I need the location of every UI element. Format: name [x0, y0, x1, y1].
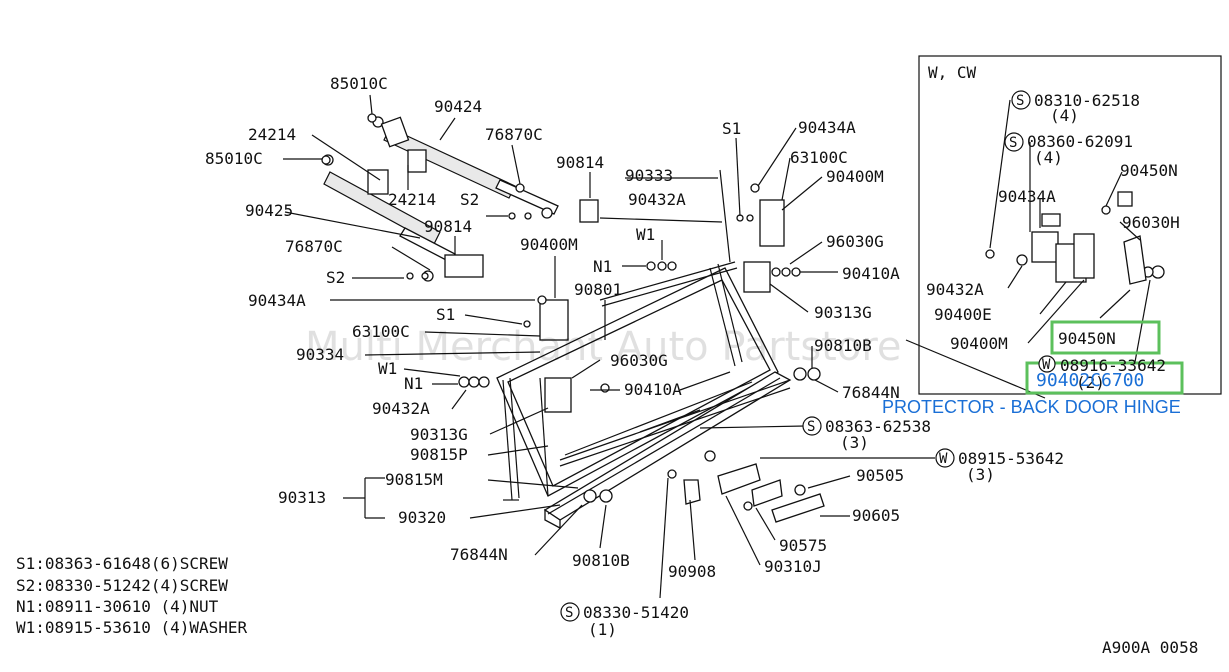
label-90400m-right: 90400M [826, 167, 884, 186]
window-frame [496, 169, 779, 501]
label-90432a-top: 90432A [628, 190, 686, 209]
symbol-circles [560, 90, 1056, 622]
label-90815m: 90815M [385, 470, 443, 489]
label-96030g-mid: 96030G [610, 351, 668, 370]
label-63100c-right: 63100C [790, 148, 848, 167]
bottom-rail [543, 371, 792, 530]
label-90434a-right: 90434A [798, 118, 856, 137]
inset-labels: W, CW S 08310-62518 (4) S 08360-62091 (4… [926, 63, 1180, 392]
highlight-part-number[interactable]: 90402C6700 [1036, 370, 1144, 391]
label-90814-top: 90814 [556, 153, 604, 172]
diagram-ref-code: A900A 0058 [1102, 638, 1198, 657]
inset-qty-2: (2) [1076, 373, 1105, 392]
label-90320: 90320 [398, 508, 446, 527]
hinge-bracket-upper [367, 116, 785, 413]
inset-08360-62091: 08360-62091 [1027, 132, 1133, 151]
label-90814-mid: 90814 [424, 217, 472, 236]
label-90810b-right: 90810B [814, 336, 872, 355]
label-w1-left: W1 [378, 359, 397, 378]
highlight-box-part-number [1025, 361, 1184, 395]
label-90434a-left: 90434A [248, 291, 306, 310]
inset-w-circle: W [1042, 357, 1051, 373]
label-90313: 90313 [278, 488, 326, 507]
label-90908: 90908 [668, 562, 716, 581]
label-s2-a: S2 [460, 190, 479, 209]
label-96030g-right: 96030G [826, 232, 884, 251]
bottom-brackets [683, 463, 825, 523]
legend-line-4: W1:08915-53610 (4)WASHER [16, 618, 248, 637]
label-w1-top: W1 [636, 225, 655, 244]
label-90334: 90334 [296, 345, 344, 364]
inset-90432a: 90432A [926, 280, 984, 299]
label-90424: 90424 [434, 97, 482, 116]
label-90432a-left: 90432A [372, 399, 430, 418]
inset-90450n-box: 90450N [1058, 329, 1116, 348]
label-85010c-top: 85010C [330, 74, 388, 93]
label-s-circle-right: S [807, 419, 815, 435]
legend-line-2: S2:08330-51242(4)SCREW [16, 576, 228, 595]
label-08330-51420: 08330-51420 [583, 603, 689, 622]
part-labels: 85010C 90424 24214 76870C 85010C 90814 9… [205, 74, 1064, 639]
label-76844n-right: 76844N [842, 383, 900, 402]
label-90313g-right: 90313G [814, 303, 872, 322]
inset-08310-62518: 08310-62518 [1034, 91, 1140, 110]
label-s-circle-bottom: S [565, 605, 573, 621]
label-n1-top: N1 [593, 257, 612, 276]
inset-90400e: 90400E [934, 305, 992, 324]
inset-qty-4-a: (4) [1050, 106, 1079, 125]
inset-08916-33642: 08916-33642 [1060, 356, 1166, 375]
inset-title: W, CW [928, 63, 977, 82]
label-90815p: 90815P [410, 445, 468, 464]
label-qty-3-a: (3) [840, 433, 869, 452]
label-qty-3-b: (3) [966, 465, 995, 484]
label-76870c-top: 76870C [485, 125, 543, 144]
label-90310j: 90310J [764, 557, 822, 576]
inset-96030h: 96030H [1122, 213, 1180, 232]
label-w-circle-right: W [939, 451, 948, 467]
legend-line-1: S1:08363-61648(6)SCREW [16, 554, 228, 573]
gas-strut-upper [372, 116, 559, 219]
highlight-caption: PROTECTOR - BACK DOOR HINGE [882, 397, 1181, 417]
label-90333: 90333 [625, 166, 673, 185]
label-76870c-mid: 76870C [285, 237, 343, 256]
inset-90450n-top: 90450N [1120, 161, 1178, 180]
label-90810b-bottom: 90810B [572, 551, 630, 570]
inset-qty-4-b: (4) [1034, 148, 1063, 167]
label-76844n-bottom: 76844N [450, 545, 508, 564]
label-90410a-right: 90410A [842, 264, 900, 283]
legend-line-3: N1:08911-30610 (4)NUT [16, 597, 219, 616]
label-63100c-left: 63100C [352, 322, 410, 341]
inset-90400m: 90400M [950, 334, 1008, 353]
label-n1-left: N1 [404, 374, 423, 393]
highlight-box-90450n [1050, 320, 1161, 355]
label-90425: 90425 [245, 201, 293, 220]
label-24214-b: 24214 [388, 190, 436, 209]
inset-s-circle-1: S [1016, 93, 1024, 109]
label-s2-b: S2 [326, 268, 345, 287]
label-s1-left: S1 [436, 305, 455, 324]
fastener-legend: S1:08363-61648(6)SCREW S2:08330-51242(4)… [16, 554, 248, 637]
label-90801: 90801 [574, 280, 622, 299]
label-90505: 90505 [856, 466, 904, 485]
inset-hinge [1031, 191, 1147, 285]
label-s1-right: S1 [722, 119, 741, 138]
label-08363-62538: 08363-62538 [825, 417, 931, 436]
label-90410a-mid: 90410A [624, 380, 682, 399]
label-90605: 90605 [852, 506, 900, 525]
label-08915-53642: 08915-53642 [958, 449, 1064, 468]
label-90313g-left: 90313G [410, 425, 468, 444]
inset-s-circle-2: S [1009, 135, 1017, 151]
leader-lines [283, 94, 1046, 599]
label-85010c-mid: 85010C [205, 149, 263, 168]
watermark: Multi Merchant Auto Partstore [305, 324, 902, 370]
label-qty-1: (1) [588, 620, 617, 639]
label-90575: 90575 [779, 536, 827, 555]
label-90400m-mid: 90400M [520, 235, 578, 254]
inset-90434a: 90434A [998, 187, 1056, 206]
label-24214-a: 24214 [248, 125, 296, 144]
inset-leader-lines [989, 99, 1151, 363]
